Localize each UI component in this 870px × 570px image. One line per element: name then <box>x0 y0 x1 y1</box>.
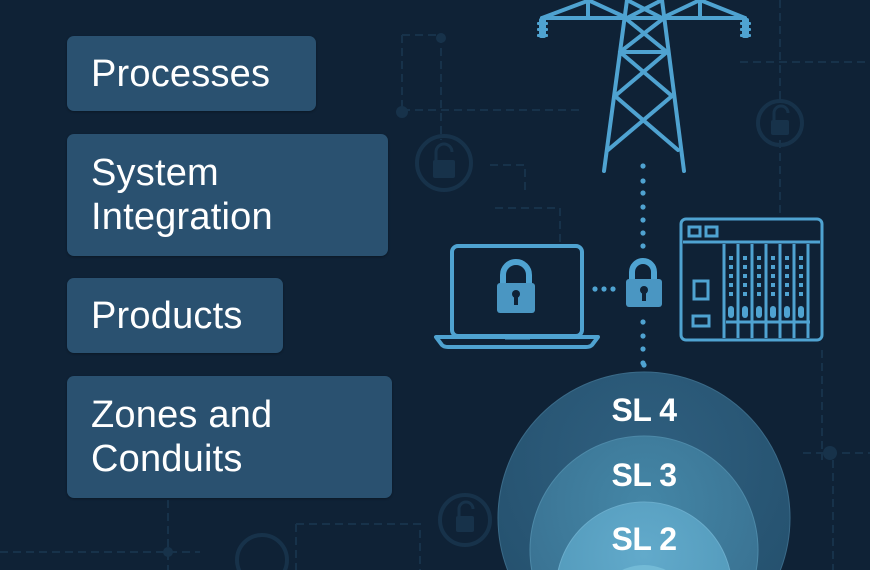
category-label: System Integration <box>91 152 273 238</box>
plc-controller-icon <box>679 217 824 342</box>
category-processes: Processes <box>67 36 316 111</box>
category-label: Processes <box>91 52 271 95</box>
ring-sl1 <box>622 565 666 570</box>
transmission-tower-icon <box>540 0 747 173</box>
laptop-lock-icon <box>434 244 600 349</box>
ring-sl2 <box>557 501 731 570</box>
sl2-label: SL 2 <box>611 521 678 557</box>
category-label: Products <box>91 294 243 337</box>
dotted-connector <box>592 163 647 368</box>
category-system-integration: System Integration <box>67 134 388 256</box>
insulator-icon <box>537 18 751 38</box>
sl3-label: SL 3 <box>611 457 678 493</box>
padlock-icon <box>626 258 662 307</box>
category-label: Zones and Conduits <box>91 394 273 480</box>
plc-indicator-leds <box>728 256 804 318</box>
sl4-label: SL 4 <box>611 392 678 428</box>
category-products: Products <box>67 278 283 353</box>
category-zones-and-conduits: Zones and Conduits <box>67 376 392 498</box>
